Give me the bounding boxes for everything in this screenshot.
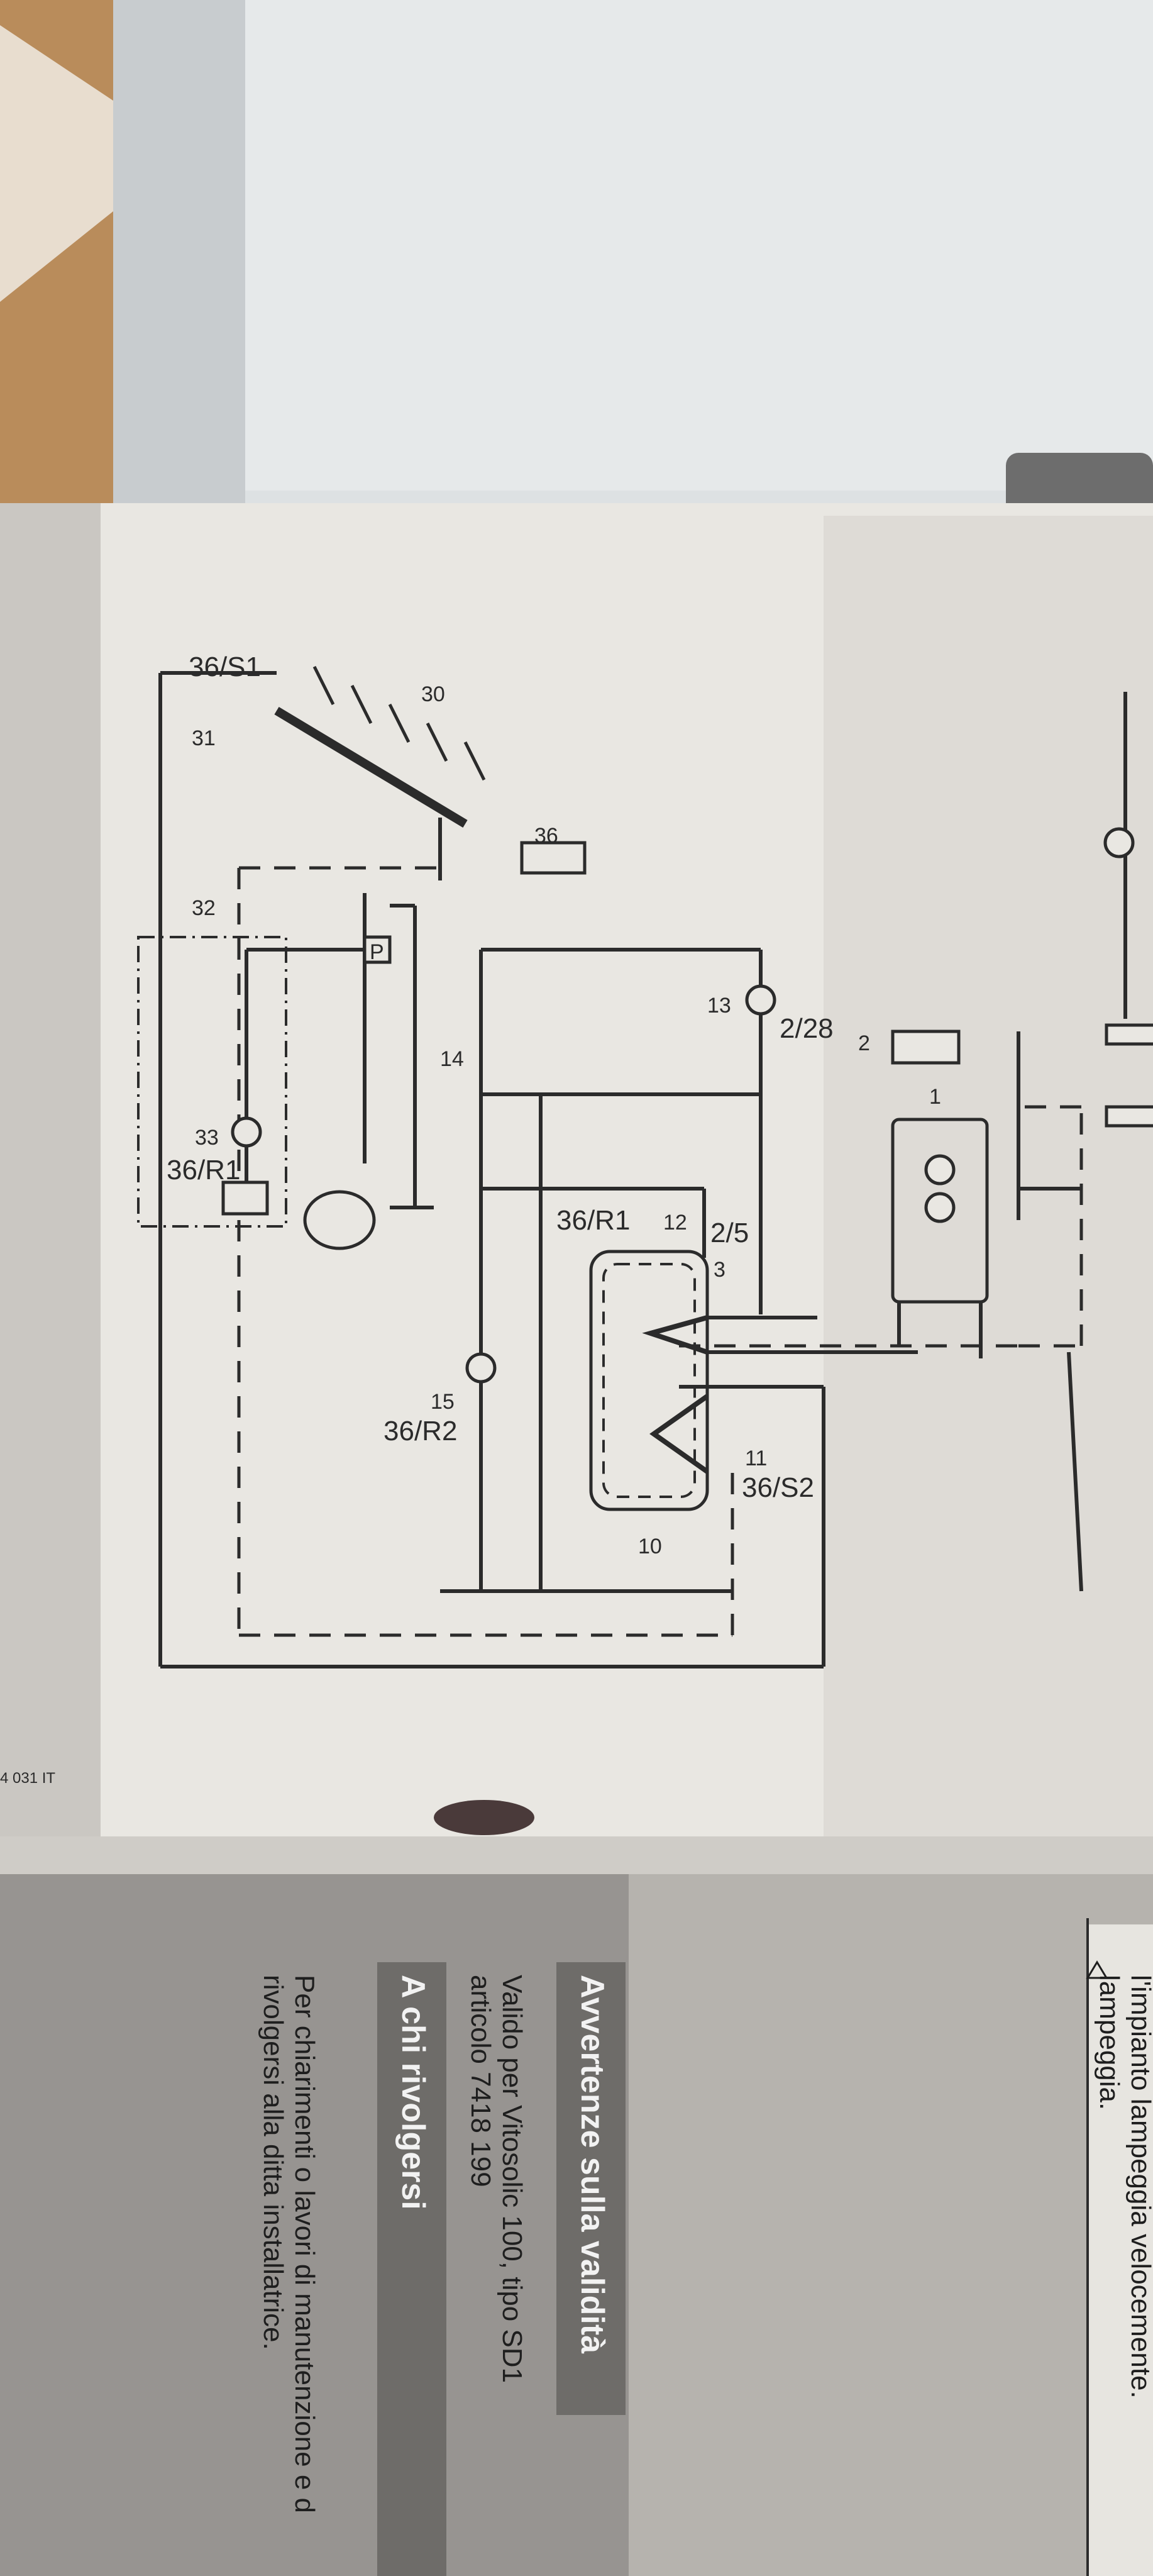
doc-line1: l'impianto lampeggia velocemente. — [1125, 1975, 1153, 2399]
boiler-pump-icon — [924, 1154, 956, 1185]
label-10: 10 — [638, 1535, 662, 1558]
label-31: 31 — [192, 726, 216, 750]
flow-meter-box — [221, 1180, 269, 1216]
label-36: 36 — [534, 824, 558, 848]
contact-line2: rivolgersi alla ditta installatrice. — [258, 1975, 289, 2350]
pump-13-icon — [745, 984, 776, 1016]
paper-scrap — [0, 25, 126, 302]
label-32: 32 — [192, 896, 216, 920]
label-36-s1: 36/S1 — [189, 652, 261, 682]
diagram-lines — [137, 671, 1127, 1668]
board-frame — [113, 0, 245, 516]
shadow-left — [0, 503, 101, 1855]
label-2: 2 — [858, 1031, 870, 1055]
diagram-labels: 36/S1 30 31 36 32 P 14 13 2/28 2 1 33 36… — [0, 652, 941, 1787]
label-1: 1 — [929, 1085, 941, 1109]
heading-band-contact — [377, 1962, 446, 2576]
label-12: 12 — [663, 1211, 687, 1235]
pump-15-icon — [465, 1352, 497, 1384]
controller-2-box — [891, 1030, 961, 1065]
heading-contact: A chi rivolgersi — [395, 1975, 431, 2210]
label-36-r1-left: 36/R1 — [167, 1155, 240, 1185]
label-36-s2: 36/S2 — [742, 1472, 814, 1503]
label-36-r1-mid: 36/R1 — [556, 1205, 630, 1236]
paper-top-right — [1088, 1924, 1153, 2576]
board-panel — [226, 0, 1153, 491]
label-15: 15 — [431, 1390, 455, 1414]
warning-triangle-icon — [1086, 1960, 1108, 1979]
label-3: 3 — [714, 1258, 725, 1282]
doc-line2: lampeggia. — [1094, 1975, 1125, 2110]
shadow-lower — [0, 1874, 629, 2576]
label-code: 4 031 IT — [0, 1770, 55, 1787]
sun-ray-arrows — [312, 665, 486, 781]
contact-line1: Per chiarimenti o lavori di manutenzione… — [289, 1975, 320, 2513]
label-30: 30 — [421, 682, 445, 706]
heading-band-validity — [556, 1962, 626, 2415]
component-boxes — [221, 841, 1153, 1216]
label-36-r2: 36/R2 — [383, 1416, 457, 1446]
pump-right-icon — [1103, 827, 1135, 858]
document-text: l'impianto lampeggia velocemente. lampeg… — [258, 1975, 1153, 2513]
label-2-28: 2/28 — [780, 1013, 834, 1044]
validity-line2: articolo 7418 199 — [465, 1975, 496, 2187]
valve-right-box-2 — [1105, 1105, 1153, 1128]
label-11: 11 — [745, 1446, 767, 1470]
valve-right-box — [1105, 1023, 1153, 1046]
label-13: 13 — [707, 994, 731, 1018]
fold-gap — [0, 1836, 1153, 1874]
label-2-5: 2/5 — [710, 1218, 749, 1248]
label-33: 33 — [195, 1126, 219, 1150]
dark-object — [1006, 453, 1153, 516]
label-14: 14 — [440, 1047, 464, 1071]
pump-symbols — [231, 827, 1135, 1384]
validity-line1: Valido per Vitosolic 100, tipo SD1 — [497, 1975, 527, 2383]
heading-validity: Avvertenze sulla validità — [574, 1975, 610, 2354]
binding-hole — [434, 1800, 534, 1835]
label-p: P — [370, 940, 384, 964]
pump-33-icon — [231, 1116, 262, 1148]
controller-36-box — [520, 841, 587, 875]
pressure-gauge-box — [363, 935, 392, 964]
boiler-pump-2-icon — [924, 1192, 956, 1223]
